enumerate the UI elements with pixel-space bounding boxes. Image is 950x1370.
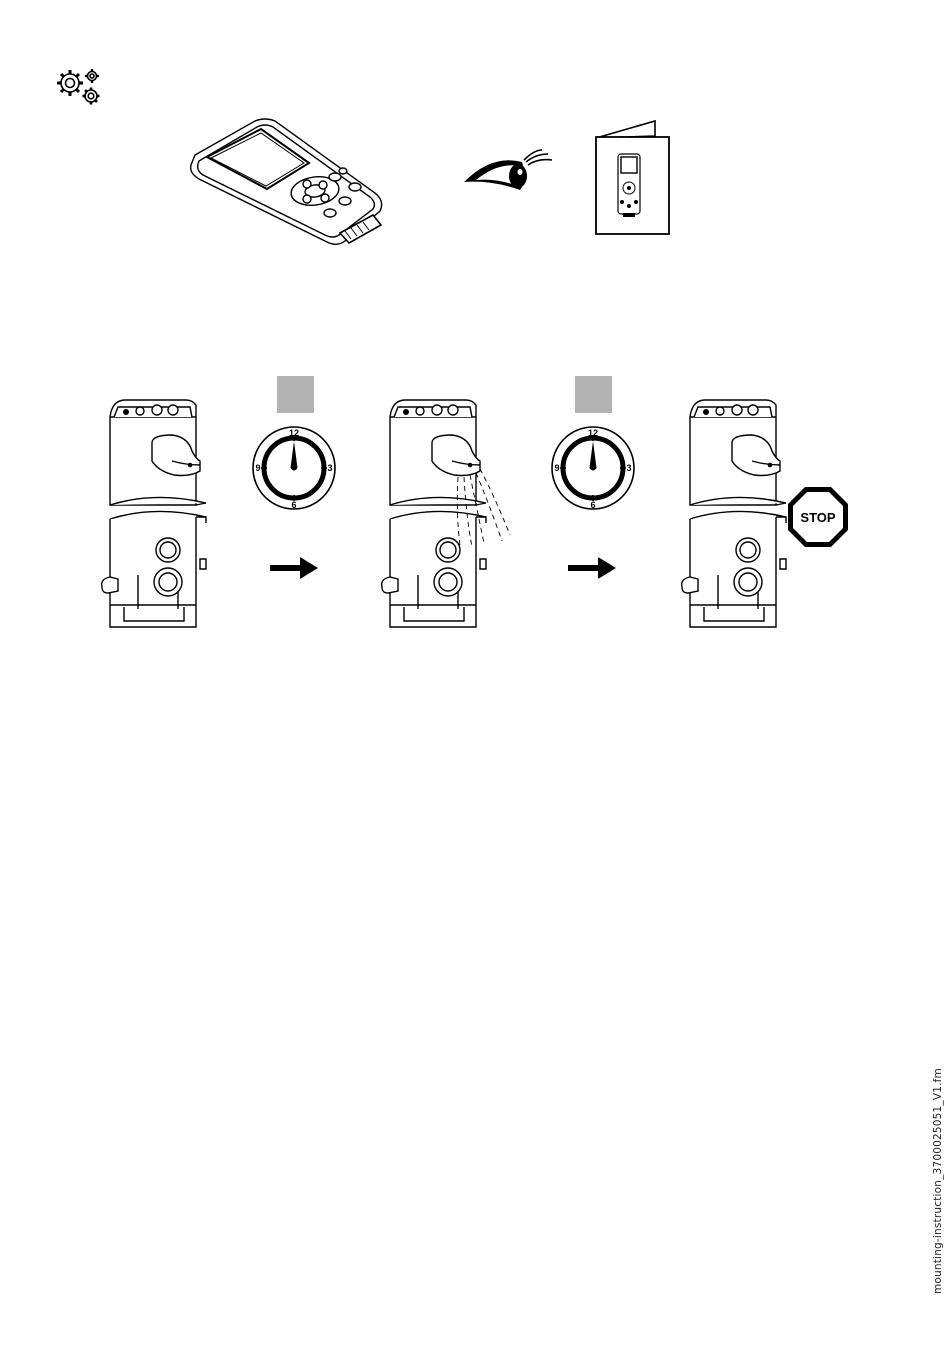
dial-label-3: 3 <box>626 463 631 473</box>
dial-label-6: 6 <box>590 500 595 510</box>
right-arrow-icon <box>568 556 618 580</box>
dial-label-9: 9 <box>255 463 260 473</box>
timer-dial-1: 12 6 9 3 <box>251 425 337 511</box>
gray-box-1 <box>277 376 314 413</box>
manual-booklet-icon <box>593 118 673 238</box>
dial-label-12: 12 <box>588 428 598 438</box>
dispenser-unit-before <box>100 395 220 635</box>
handheld-controller-icon <box>185 115 395 250</box>
stop-sign-icon: STOP <box>786 485 850 549</box>
dispenser-unit-dispensing <box>380 395 520 635</box>
dial-label-12: 12 <box>289 428 299 438</box>
dial-label-6: 6 <box>291 500 296 510</box>
dispenser-unit-after <box>680 395 800 635</box>
dial-label-3: 3 <box>327 463 332 473</box>
dial-label-9: 9 <box>554 463 559 473</box>
eye-icon <box>462 140 554 200</box>
gray-box-2 <box>575 376 612 413</box>
gears-icon <box>50 65 110 110</box>
right-arrow-icon <box>270 556 320 580</box>
footer-file-name-text: mounting-instruction_3700025051_V1.fm <box>932 1068 944 1294</box>
stop-label: STOP <box>800 510 835 525</box>
footer-file-name: mounting-instruction_3700025051_V1.fm <box>928 1058 948 1298</box>
timer-dial-2: 12 6 9 3 <box>550 425 636 511</box>
